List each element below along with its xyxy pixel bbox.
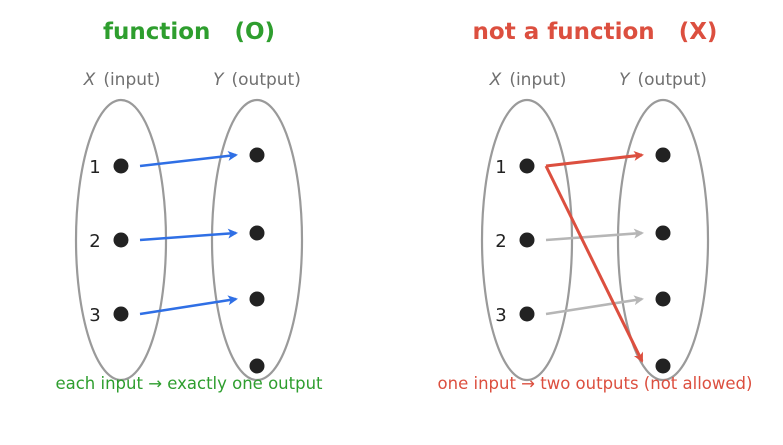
not-function-panel: not a function(X) X(input) Y(output) 1 2… — [438, 19, 753, 393]
left-input-label-1: 1 — [89, 157, 100, 178]
right-output-set — [616, 98, 710, 382]
left-arrow-3-to-3 — [139, 295, 238, 316]
left-output-dot-2 — [249, 225, 265, 241]
left-output-dot-4 — [249, 358, 265, 374]
right-x-label: X(input) — [489, 70, 567, 90]
left-arrow-2-to-2 — [139, 228, 238, 242]
left-output-dot-3 — [249, 291, 265, 307]
left-output-set — [210, 98, 304, 382]
function-panel: function(O) X(input) Y(output) 1 2 3 eac… — [55, 19, 323, 393]
function-caption: each input → exactly one output — [55, 374, 323, 393]
right-input-label-3: 3 — [495, 305, 506, 326]
right-arrow-3-to-3 — [545, 295, 644, 316]
right-input-label-2: 2 — [495, 231, 506, 252]
left-input-dot-3 — [113, 306, 129, 322]
right-input-dot-2 — [519, 232, 535, 248]
not-function-caption: one input → two outputs (not allowed) — [438, 374, 753, 393]
left-arrow-1-to-1 — [139, 150, 238, 168]
left-y-label: Y(output) — [213, 70, 301, 90]
left-output-dot-1 — [249, 147, 265, 163]
right-arrow-1-to-1 — [545, 150, 644, 168]
left-input-set — [74, 98, 168, 382]
right-arrow-1-to-4 — [544, 165, 644, 363]
function-title: function(O) — [103, 19, 275, 45]
right-output-dot-3 — [655, 291, 671, 307]
left-input-dot-2 — [113, 232, 129, 248]
right-input-set — [480, 98, 574, 382]
not-function-title: not a function(X) — [473, 19, 718, 45]
right-output-dot-4 — [655, 358, 671, 374]
left-x-label: X(input) — [83, 70, 161, 90]
right-input-label-1: 1 — [495, 157, 506, 178]
right-input-dot-3 — [519, 306, 535, 322]
right-input-dot-1 — [519, 158, 535, 174]
left-input-label-2: 2 — [89, 231, 100, 252]
right-output-dot-1 — [655, 147, 671, 163]
right-y-label: Y(output) — [619, 70, 707, 90]
left-input-label-3: 3 — [89, 305, 100, 326]
right-output-dot-2 — [655, 225, 671, 241]
right-arrow-2-to-2 — [545, 228, 644, 242]
left-input-dot-1 — [113, 158, 129, 174]
